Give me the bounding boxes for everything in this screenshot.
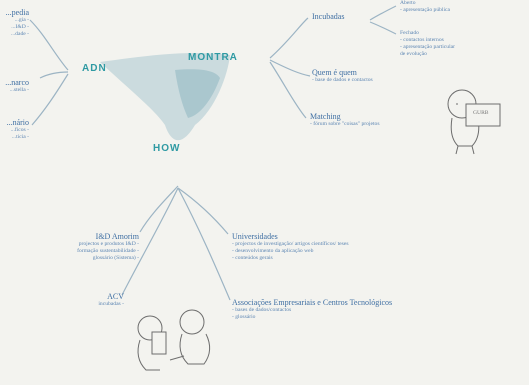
adn-branch-mid xyxy=(39,71,69,79)
how-branch-acv xyxy=(121,187,179,296)
how-branch-idamorim xyxy=(139,185,179,233)
node-universidades: Universidades - projectos de investigaçã… xyxy=(232,232,349,261)
adn-child-1: ...pedia ...gia - ...I&D - ...dade - xyxy=(5,8,29,37)
montra-branch-incubadas xyxy=(269,17,309,59)
montra-branch-matching xyxy=(269,61,307,119)
node-incubadas: Incubadas xyxy=(312,12,345,21)
node-matching: Matching - fórum sobre "coisas" projetos xyxy=(310,112,380,127)
adn-branch-top xyxy=(29,19,69,71)
node-quem-e-quem: Quem é quem - base de dados e contactos xyxy=(312,68,373,83)
adn-child-3: ...nário ...ficos - ...ticia - xyxy=(6,118,29,140)
how-branch-universidades xyxy=(177,187,229,235)
incubadas-branch-fechado xyxy=(369,21,397,35)
how-branch-associacoes xyxy=(177,187,231,301)
node-associacoes: Associações Empresariais e Centros Tecno… xyxy=(232,298,393,320)
people-sketch-bottom xyxy=(137,309,211,371)
node-acv: ACV incubadas - xyxy=(98,292,124,307)
person-sketch-right xyxy=(447,89,501,155)
node-montra: MONTRA xyxy=(188,52,238,63)
node-how: HOW xyxy=(153,143,181,154)
node-id-amorim: I&D Amorim projectos e produtos I&D - fo… xyxy=(77,232,139,261)
montra-branch-quem xyxy=(269,59,311,77)
adn-child-2: ...narco ...stella - xyxy=(5,78,29,93)
node-fechado: Fechado - contactos internos - apresenta… xyxy=(400,30,455,57)
adn-branch-bottom xyxy=(31,73,69,126)
center-blob-core xyxy=(175,69,220,118)
sketch-box-label: GURB xyxy=(473,110,489,116)
node-aberto: Aberto - apresentação pública xyxy=(400,0,451,13)
node-adn: ADN xyxy=(82,63,107,74)
incubadas-branch-aberto xyxy=(369,5,397,21)
